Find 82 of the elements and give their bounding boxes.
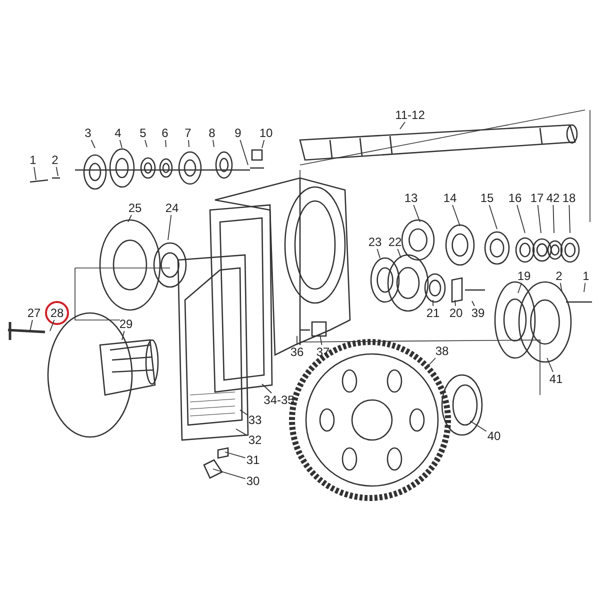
leader-line xyxy=(584,282,586,292)
leader-line xyxy=(240,410,248,416)
callout-number: 7 xyxy=(184,127,192,139)
callout-number: 5 xyxy=(140,127,146,139)
callout-number: 18 xyxy=(562,192,576,204)
callout-number: 14 xyxy=(443,192,457,204)
leader-line xyxy=(516,204,526,234)
callout-number: 10 xyxy=(259,127,273,139)
leader-line xyxy=(488,204,498,230)
leader-line xyxy=(320,334,322,346)
leader-line xyxy=(472,300,475,306)
leader-line xyxy=(454,300,456,306)
leader-line xyxy=(212,140,214,148)
leader-line xyxy=(90,140,96,148)
leader-line xyxy=(165,140,166,148)
leader-line xyxy=(432,300,434,306)
leader-line xyxy=(212,468,246,480)
callout-number: 17 xyxy=(530,192,544,204)
leader-line xyxy=(119,140,122,148)
callout-number: 37 xyxy=(316,346,330,358)
callout-number: 2 xyxy=(556,270,562,282)
leader-line xyxy=(428,358,436,366)
callout-number: 19 xyxy=(517,270,531,282)
callout-number: 2 xyxy=(52,154,58,166)
callout-number: 9 xyxy=(234,127,242,139)
callout-number: 1 xyxy=(30,154,36,166)
callout-number: 40 xyxy=(487,430,501,442)
callout-number: 16 xyxy=(508,192,522,204)
leader-line xyxy=(144,140,148,148)
leader-line xyxy=(236,428,248,436)
leader-line xyxy=(376,248,380,258)
callout-number: 27 xyxy=(27,307,41,319)
callout-number: 38 xyxy=(435,345,449,357)
callout-number: 13 xyxy=(404,192,418,204)
callout-number: 8 xyxy=(208,127,216,139)
callout-number: 39 xyxy=(471,307,485,319)
callout-number: 30 xyxy=(246,475,260,487)
callout-number: 24 xyxy=(165,202,179,214)
leader-line xyxy=(546,358,554,372)
leader-line xyxy=(240,140,248,166)
leader-line xyxy=(452,204,460,226)
callout-number: 23 xyxy=(368,236,382,248)
leader-line xyxy=(568,204,570,234)
leader-line xyxy=(56,166,58,176)
callout-number: 33 xyxy=(248,414,262,426)
leader-line xyxy=(397,248,402,258)
leader-line xyxy=(50,320,55,332)
leader-line xyxy=(537,204,542,234)
leader-line xyxy=(296,336,298,346)
callout-number: 42 xyxy=(546,192,560,204)
callout-number: 1 xyxy=(582,270,590,282)
leader-line xyxy=(188,140,190,148)
leader-line xyxy=(168,214,172,240)
leader-line xyxy=(518,282,522,294)
callout-number: 4 xyxy=(114,127,122,139)
leader-line xyxy=(30,320,33,332)
callout-number: 3 xyxy=(84,127,92,139)
callout-number: 21 xyxy=(426,307,440,319)
leader-line xyxy=(262,384,272,394)
callout-number: 31 xyxy=(246,454,260,466)
leader-line xyxy=(224,452,246,458)
callout-number: 34-35 xyxy=(264,394,294,406)
leader-line xyxy=(413,204,420,222)
leader-line xyxy=(262,140,265,148)
callout-number: 32 xyxy=(248,434,262,446)
callout-number: 20 xyxy=(449,307,463,319)
leader-line xyxy=(552,204,554,234)
callout-number: 11-12 xyxy=(395,109,425,121)
callout-number: 6 xyxy=(162,127,168,139)
leader-line xyxy=(128,214,132,222)
callout-number: 22 xyxy=(388,236,402,248)
leader-line xyxy=(400,122,406,130)
leader-line xyxy=(470,420,487,432)
callout-number: 36 xyxy=(290,346,304,358)
leader-line xyxy=(34,166,36,180)
callout-number: 28 xyxy=(50,307,64,319)
callout-number: 41 xyxy=(549,373,563,385)
leader-line xyxy=(560,282,562,292)
callout-number: 25 xyxy=(128,202,142,214)
callout-number: 15 xyxy=(480,192,494,204)
callout-number: 29 xyxy=(119,318,133,330)
leader-line xyxy=(122,330,125,340)
